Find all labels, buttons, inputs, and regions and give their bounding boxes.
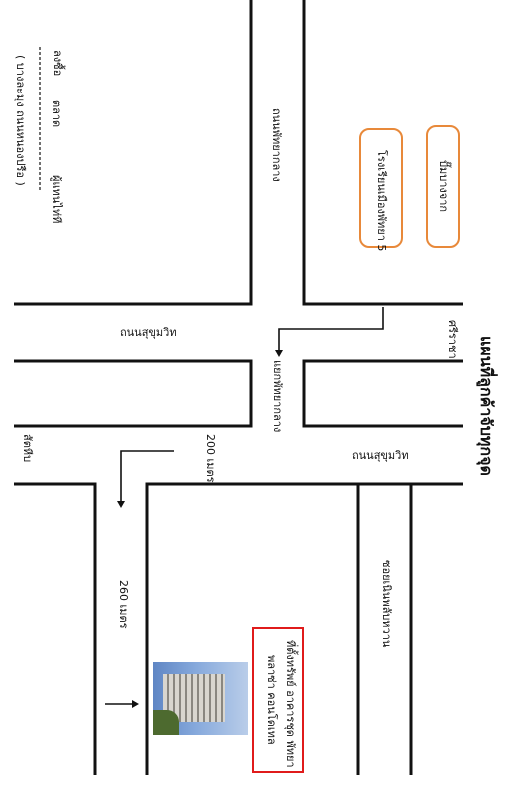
label-pump: ปั๊มบางจาก — [437, 160, 450, 213]
arrow-head-2 — [117, 501, 125, 508]
arrow-heads — [117, 350, 283, 708]
road-edge-upper-left — [14, 0, 253, 306]
school-box — [359, 128, 403, 248]
road-edges — [14, 0, 463, 775]
label-project-line1: ที่ตั้งทรัพย์ อาคารชุด พัทยา — [284, 640, 297, 768]
map-title: แผนที่ลูกค้าจับทุกจุด — [477, 336, 496, 476]
road-edge-upper-right — [302, 0, 463, 306]
label-sukhumvit-upper: ถนนสุขุมวิท — [120, 326, 177, 339]
route-arrow-2 — [120, 450, 174, 502]
label-pattaya-klang-road: ถนนพัทยากลาง — [270, 108, 283, 182]
label-project-line2: พลาซ่า คอนโดเทล — [265, 655, 278, 745]
arrow-head-1 — [275, 350, 283, 357]
label-nongprue: ( บางละมุง ถนนหนองปรือ ) — [14, 55, 27, 186]
project-box — [252, 627, 304, 773]
road-edge-middle-right — [302, 359, 463, 428]
label-school: โรงเรียนเมืองพัทยา 5 — [375, 150, 388, 252]
property-photo — [153, 662, 248, 735]
road-edge-middle-left — [14, 359, 253, 428]
label-pattaya-klang-intersection: แยกพัทยากลาง — [271, 360, 284, 433]
label-soi-nern-plubwan: ซอยเนินพลับหวาน — [380, 560, 393, 648]
label-si-racha: ศรีราชา — [446, 320, 459, 359]
pump-box — [426, 125, 460, 248]
road-edge-lower-left — [14, 482, 97, 775]
label-sign: ลงซื้อ — [51, 50, 64, 77]
label-distance-200: 200 เมตร — [204, 434, 217, 483]
arrow-head-3 — [132, 700, 139, 708]
label-forward: ผู้แทนไท่ที — [50, 175, 63, 224]
route-arrow-1 — [278, 307, 384, 351]
label-distance-260: 260 เมตร — [117, 580, 130, 629]
tree-image — [153, 710, 179, 735]
label-sattahip: สัตหีบ — [21, 434, 34, 463]
label-sukhumvit-lower: ถนนสุขุมวิท — [352, 449, 409, 462]
label-market: ตลาด — [50, 100, 63, 128]
route-arrows — [105, 307, 384, 705]
